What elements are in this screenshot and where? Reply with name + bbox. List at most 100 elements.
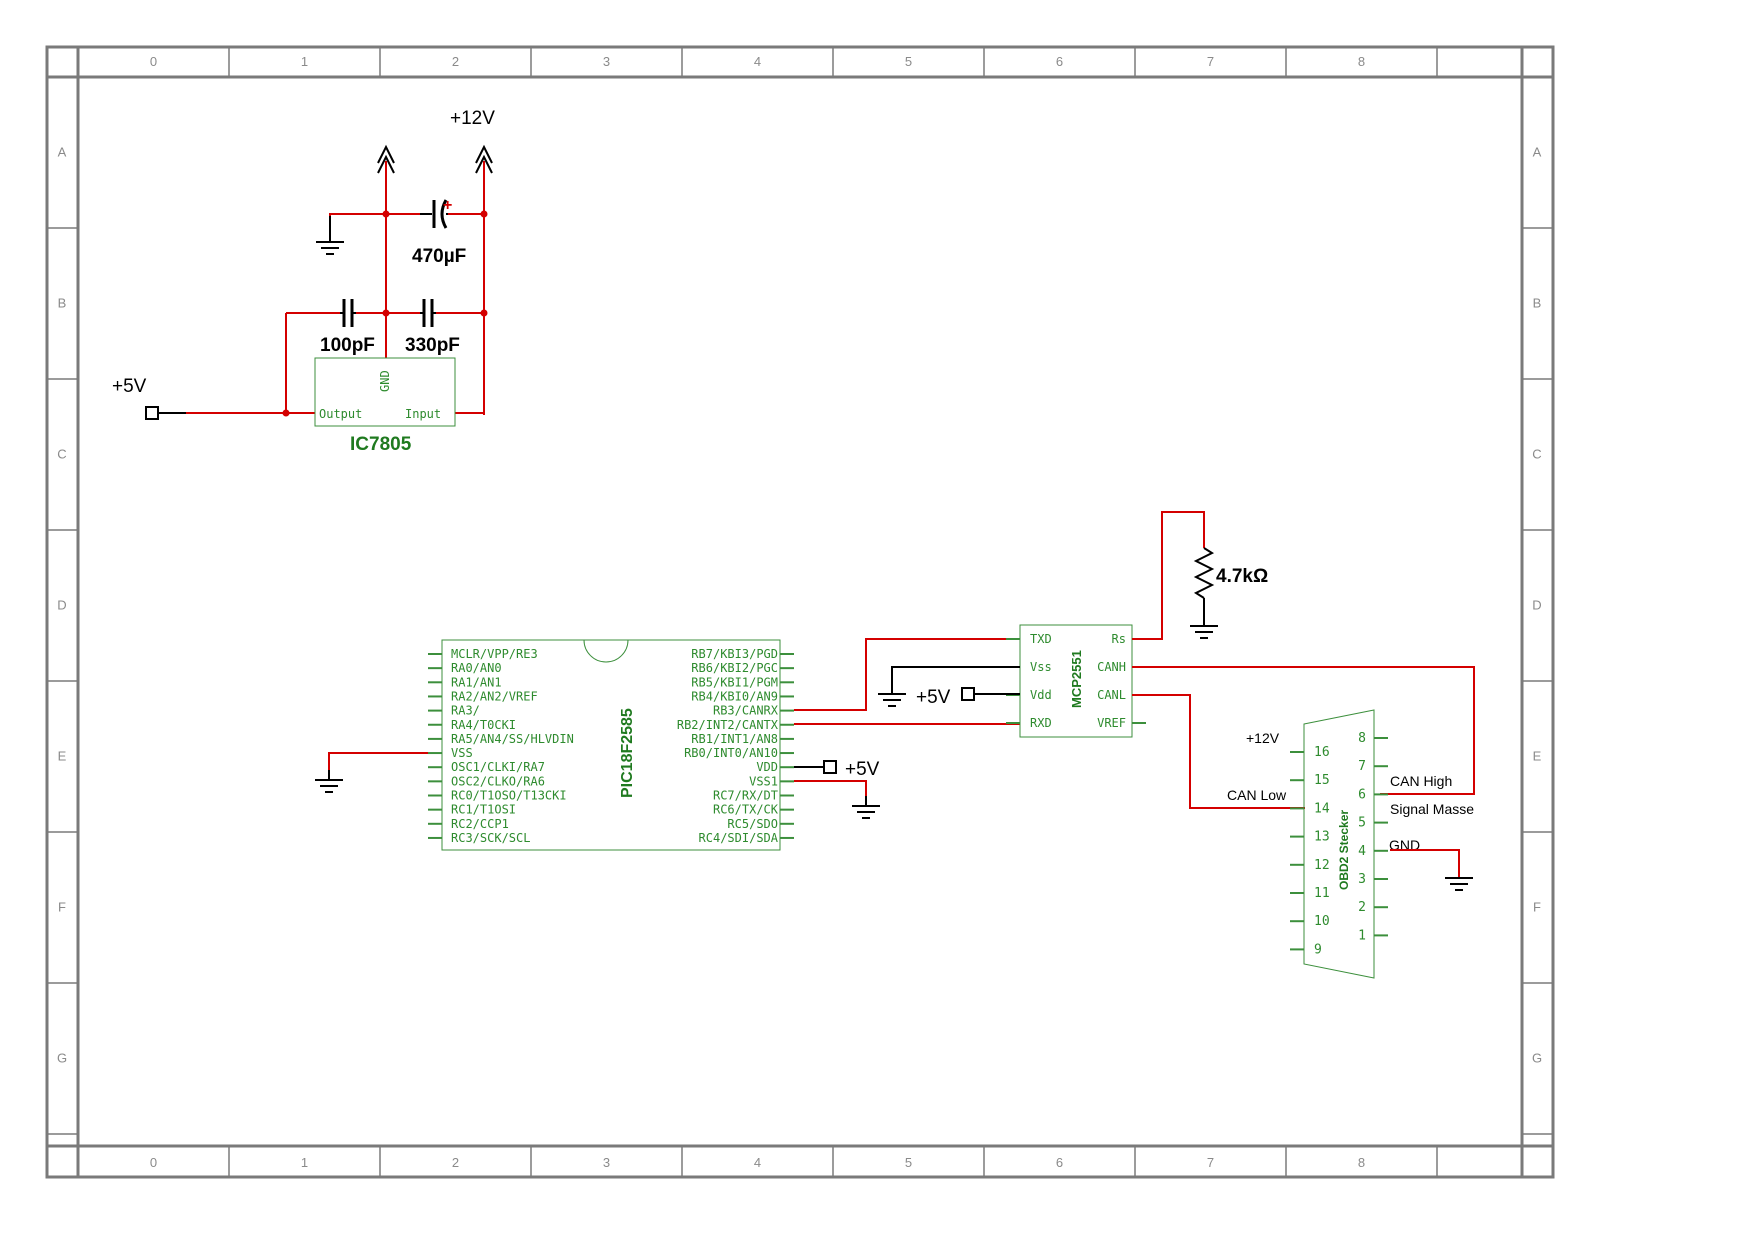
- capacitor-470uf-value: 470µF: [412, 246, 466, 267]
- obd2-label-can-high: CAN High: [1390, 773, 1452, 789]
- supply-arrow-12v: [377, 144, 493, 174]
- grid-row-label: A: [58, 145, 67, 160]
- pic-pin-label: VSS1: [749, 774, 778, 788]
- mcp-pin-label: Rs: [1112, 632, 1126, 646]
- obd2-pin-label: 7: [1358, 759, 1366, 774]
- pic-pin-label: RC3/SCK/SCL: [451, 831, 530, 845]
- pic-chip-name: PIC18F2585: [619, 708, 636, 798]
- ground-symbol: [316, 216, 344, 255]
- grid-column-label: 4: [754, 54, 761, 69]
- grid-column-label: 2: [452, 54, 459, 69]
- obd2-pin-label: 8: [1358, 731, 1366, 746]
- obd2-label-signal-masse: Signal Masse: [1390, 801, 1474, 817]
- pic-pin-label: RC4/SDI/SDA: [699, 831, 779, 845]
- frame-grid-ticks: [47, 47, 1553, 1177]
- grid-column-label: 7: [1207, 54, 1214, 69]
- pic-right-pins: RB7/KBI3/PGDRB6/KBI2/PGCRB5/KBI1/PGMRB4/…: [677, 647, 794, 845]
- mcp-vdd-label: +5V: [916, 687, 951, 708]
- pic-pin-label: OSC2/CLKO/RA6: [451, 774, 545, 788]
- pic-pin-label: RB3/CANRX: [713, 704, 779, 718]
- capacitor-330pf: [420, 299, 436, 327]
- regulator-ic7805: GND Output Input: [314, 357, 456, 427]
- pic-pin-label: RC1/T1OSI: [451, 803, 516, 817]
- mcp-pin-label: TXD: [1030, 632, 1052, 646]
- junction-dot: [282, 409, 290, 417]
- pic18f2585-chip: MCLR/VPP/RE3RA0/AN0RA1/AN1RA2/AN2/VREFRA…: [428, 639, 794, 851]
- pic-pin-label: RA3/: [451, 704, 480, 718]
- junction-dot: [382, 309, 390, 317]
- mcp-chip-name: MCP2551: [1069, 650, 1084, 708]
- pic-pin-label: RB5/KBI1/PGM: [691, 675, 778, 689]
- mcp-vdd-port: [961, 687, 1020, 701]
- obd2-pin-label: 5: [1358, 816, 1366, 831]
- regulator-name: IC7805: [350, 434, 412, 455]
- pic-vdd-port: [794, 760, 837, 774]
- obd2-connector-name: OBD2 Stecker: [1337, 810, 1351, 890]
- obd2-pin-label: 11: [1314, 886, 1330, 901]
- pic-pin-label: RB2/INT2/CANTX: [677, 718, 779, 732]
- resistor-value: 4.7kΩ: [1216, 566, 1268, 587]
- grid-row-label: G: [1532, 1051, 1542, 1066]
- regulator-pin-input: Input: [405, 407, 441, 421]
- grid-column-label: 0: [150, 1155, 157, 1170]
- pic-pin-label: VDD: [756, 760, 778, 774]
- grid-row-label: B: [58, 296, 67, 311]
- wire-canh: [1132, 666, 1475, 795]
- wire-rs: [1132, 511, 1205, 640]
- obd2-pin-label: 15: [1314, 773, 1330, 788]
- pic-vdd-label: +5V: [845, 759, 880, 780]
- obd2-label-12v: +12V: [1246, 730, 1280, 746]
- grid-column-label: 3: [603, 1155, 610, 1170]
- grid-column-label: 0: [150, 54, 157, 69]
- pic-pin-label: MCLR/VPP/RE3: [451, 647, 538, 661]
- grid-column-label: 1: [301, 1155, 308, 1170]
- grid-row-label: C: [1532, 447, 1541, 462]
- pic-pin-label: RA0/AN0: [451, 661, 502, 675]
- capacitor-100pf-value: 100pF: [320, 335, 375, 356]
- grid-row-label: F: [58, 900, 66, 915]
- mcp-vss-ground: [878, 666, 1020, 707]
- grid-column-label: 5: [905, 1155, 912, 1170]
- grid-row-label: C: [57, 447, 66, 462]
- pic-pin-label: RB1/INT1/AN8: [691, 732, 778, 746]
- grid-row-label: G: [57, 1051, 67, 1066]
- grid-row-label: B: [1533, 296, 1542, 311]
- obd2-pin-label: 12: [1314, 858, 1330, 873]
- mcp-pin-label: CANL: [1097, 688, 1126, 702]
- obd2-pin-label: 9: [1314, 942, 1322, 957]
- mcp-pin-label: VREF: [1097, 716, 1126, 730]
- pic-pin-label: RC0/T1OSO/T13CKI: [451, 789, 567, 803]
- grid-column-label: 8: [1358, 1155, 1365, 1170]
- grid-row-label: D: [57, 598, 66, 613]
- grid-row-label: F: [1533, 900, 1541, 915]
- polarity-plus: +: [443, 197, 452, 214]
- pic-pin-label: RA5/AN4/SS/HLVDIN: [451, 732, 574, 746]
- grid-column-label: 6: [1056, 54, 1063, 69]
- capacitor-470uf: +: [420, 197, 452, 229]
- capacitor-100pf: [340, 299, 356, 327]
- port-5v-output: [145, 406, 186, 420]
- pic-pin-label: RB0/INT0/AN10: [684, 746, 778, 760]
- supply-label-5v-output: +5V: [112, 376, 147, 397]
- wire-canrx: [794, 638, 1020, 711]
- pic-pin-label: RC6/TX/CK: [713, 803, 779, 817]
- capacitor-330pf-value: 330pF: [405, 335, 460, 356]
- grid-column-label: 5: [905, 54, 912, 69]
- grid-column-label: 1: [301, 54, 308, 69]
- obd2-pin-label: 14: [1314, 801, 1330, 816]
- regulator-pin-output: Output: [319, 407, 362, 421]
- pic-pin-label: RB7/KBI3/PGD: [691, 647, 778, 661]
- mcp-pin-label: Vss: [1030, 660, 1052, 674]
- obd2-pin-label: 1: [1358, 928, 1366, 943]
- grid-row-label: A: [1533, 145, 1542, 160]
- power-supply-section: +12V + 470µF 100pF 330pF G: [112, 108, 495, 455]
- pic-pin-label: RC2/CCP1: [451, 817, 509, 831]
- grid-row-label: E: [1533, 749, 1542, 764]
- wire-canl: [1132, 694, 1305, 809]
- pic-pin-label: RA2/AN2/VREF: [451, 689, 538, 703]
- junction-dot: [480, 210, 488, 218]
